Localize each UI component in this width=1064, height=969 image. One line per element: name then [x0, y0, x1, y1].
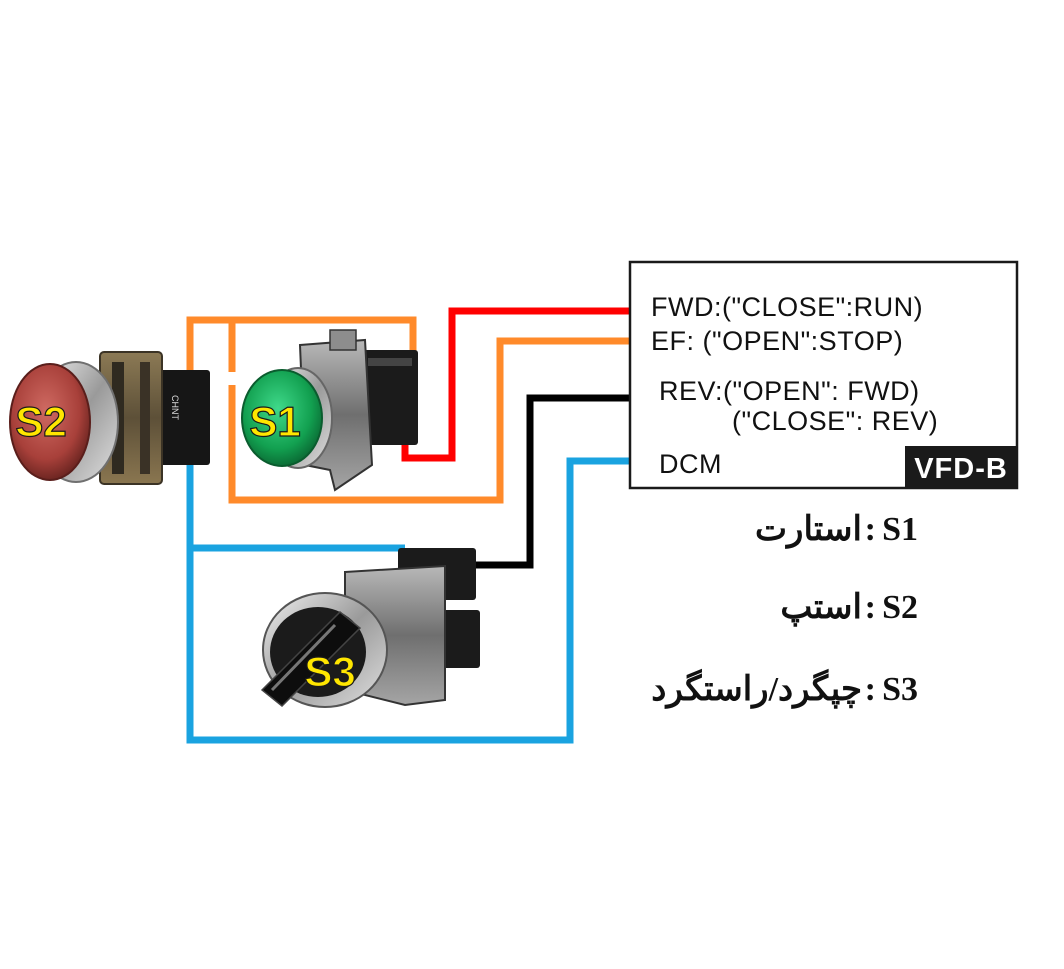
legend-key-s3: S3 [882, 671, 918, 708]
s1-contact-block [362, 350, 418, 445]
legend-row-s3: S3 : چپگرد/راستگرد [651, 668, 918, 709]
terminal-fwd: FWD:("CLOSE":RUN) [651, 292, 923, 322]
wire-rev [470, 394, 632, 569]
legend-separator: : [865, 671, 876, 708]
legend-separator: : [865, 511, 876, 548]
terminal-rev: REV:("OPEN": FWD) [659, 376, 920, 406]
s2-brand-mark: CHNT [170, 395, 180, 420]
legend: S1 : استارت S2 : استپ S3 : چپگرد/راستگرد [651, 511, 918, 709]
switch-s3: S3 [260, 548, 480, 708]
s1-button-cap [241, 369, 323, 467]
vfd-label-background [905, 446, 1017, 488]
s2-contact-block [152, 370, 210, 465]
wire-ef [186, 316, 417, 372]
s2-bracket-rib [140, 362, 150, 474]
legend-row-s1: S1 : استارت [755, 511, 918, 549]
terminal-rev-close: ("CLOSE": REV) [732, 406, 938, 436]
s3-label: S3 [304, 648, 355, 695]
s2-button-cap [9, 363, 91, 481]
legend-separator: : [865, 589, 876, 626]
switch-s2: CHNT S2 [9, 351, 210, 485]
legend-key-s2: S2 [882, 589, 918, 626]
s1-label: S1 [249, 398, 300, 445]
wire-ef-s1 [228, 322, 630, 504]
s2-label: S2 [15, 398, 66, 445]
wire-dcm [186, 457, 632, 744]
legend-value-s3: چپگرد/راستگرد [651, 668, 862, 709]
terminal-dcm: DCM [659, 449, 722, 479]
vfd-label: VFD-B [914, 453, 1008, 485]
wires [186, 307, 632, 744]
switch-s1: S1 [241, 329, 418, 492]
vfd-terminal-block: FWD:("CLOSE":RUN) EF: ("OPEN":STOP) REV:… [628, 260, 1019, 490]
wire-fwd [401, 307, 630, 462]
s3-lever [260, 610, 362, 708]
legend-value-s1: استارت [755, 511, 862, 549]
legend-value-s2: استپ [780, 589, 862, 627]
legend-key-s1: S1 [882, 511, 918, 548]
s1-contact-terminal [368, 358, 412, 366]
terminal-ef: EF: ("OPEN":STOP) [651, 326, 903, 356]
s3-contact-block-lower [440, 610, 480, 668]
legend-row-s2: S2 : استپ [780, 589, 918, 627]
s3-lever-highlight [270, 623, 337, 692]
s1-screw [329, 329, 357, 351]
